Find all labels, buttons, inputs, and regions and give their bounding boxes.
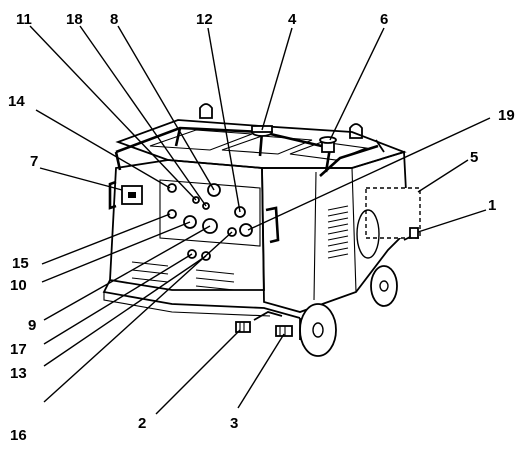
callout-12: 12 — [196, 11, 213, 28]
fuel-cap — [251, 125, 273, 137]
callout-1: 1 — [488, 197, 496, 214]
callout-3: 3 — [230, 415, 238, 432]
right-handle — [265, 206, 280, 244]
callout-9: 9 — [28, 317, 36, 334]
tow-bar — [403, 227, 419, 241]
callout-2: 2 — [138, 415, 146, 432]
machine-body — [102, 119, 409, 319]
callout-19: 19 — [498, 107, 515, 124]
left-handle — [108, 180, 143, 210]
callout-17: 17 — [10, 341, 27, 358]
wheels — [299, 265, 398, 357]
side-grille — [327, 205, 380, 259]
callout-4: 4 — [288, 11, 297, 28]
callout-10: 10 — [10, 277, 27, 294]
rear-terminal — [253, 311, 293, 337]
exhaust-pipe — [319, 139, 385, 177]
callout-8: 8 — [110, 11, 118, 28]
control-panel — [159, 179, 261, 261]
front-terminal — [235, 321, 251, 333]
leader-lines — [29, 25, 491, 415]
callout-15: 15 — [12, 255, 29, 272]
callout-7: 7 — [30, 153, 38, 170]
callout-16: 16 — [10, 427, 27, 444]
callout-14: 14 — [8, 93, 25, 110]
callout-11: 11 — [16, 11, 32, 28]
breather-cap — [319, 136, 337, 153]
callout-13: 13 — [10, 365, 27, 382]
callout-6: 6 — [380, 11, 388, 28]
callout-labels: 11 18 8 12 4 6 14 19 5 7 1 15 10 9 17 13… — [8, 11, 515, 444]
callout-18: 18 — [66, 11, 83, 28]
callout-5: 5 — [470, 149, 478, 166]
